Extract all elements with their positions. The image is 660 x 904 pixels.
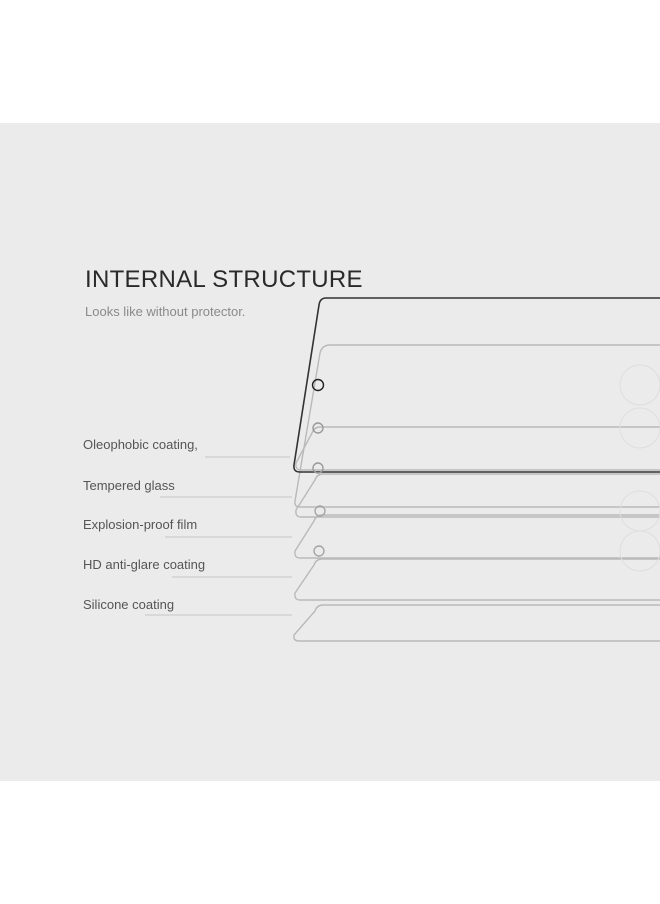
layer-label-tempered-glass: Tempered glass [83, 478, 175, 493]
diagram-background: INTERNAL STRUCTURE Looks like without pr… [0, 123, 660, 781]
sheet-hd-anti-glare-coating [294, 558, 660, 601]
layer-label-hd-anti-glare-coating: HD anti-glare coating [83, 557, 206, 572]
reflection-arc-4 [619, 530, 660, 572]
layer-label-oleophobic-coating: Oleophobic coating, [83, 437, 198, 452]
sheet-middle [295, 426, 660, 471]
camera-hole-5 [313, 545, 325, 557]
diagram-title: INTERNAL STRUCTURE [85, 266, 363, 293]
layer-label-silicone-coating: Silicone coating [83, 597, 175, 612]
camera-hole-3 [312, 462, 324, 474]
camera-hole-4 [314, 505, 326, 517]
sheet-tempered-glass [295, 473, 660, 518]
sheet-oleophobic-coating [293, 297, 660, 473]
reflection-arc-1 [619, 364, 660, 406]
camera-hole-2 [312, 422, 324, 434]
layer-stack-diagram [145, 297, 660, 642]
sheet-glass-body [294, 344, 660, 508]
sheet-explosion-proof-film [294, 514, 660, 559]
camera-hole-top [311, 378, 325, 392]
layer-label-explosion-proof-film: Explosion-proof film [83, 517, 198, 532]
reflection-arc-3 [619, 490, 660, 532]
diagram-subtitle: Looks like without protector. [85, 304, 246, 319]
reflection-arc-2 [619, 407, 660, 449]
sheet-silicone-coating [293, 604, 660, 642]
